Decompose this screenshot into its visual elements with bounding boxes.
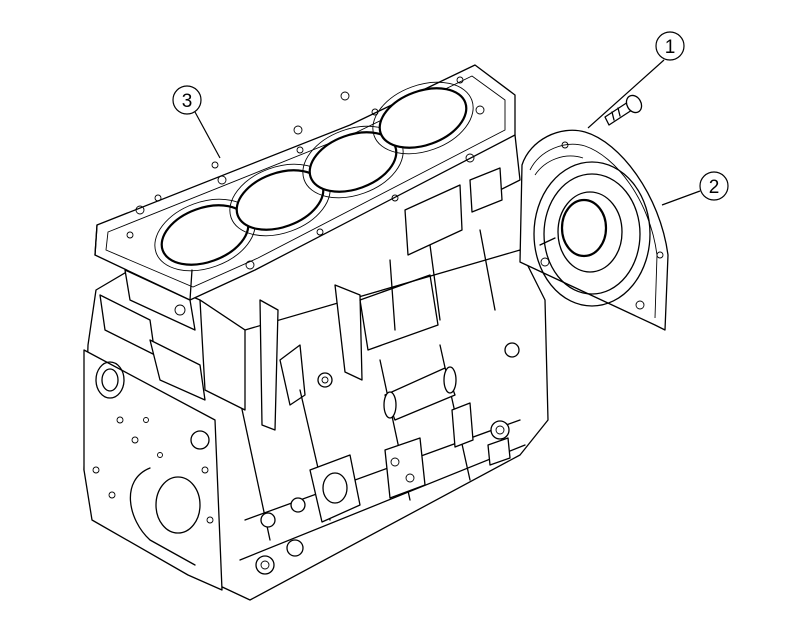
callout-1-bubble xyxy=(655,31,685,61)
callout-1-label: 1 xyxy=(665,37,676,58)
callout-3-leader xyxy=(194,111,221,159)
callout-3-label: 3 xyxy=(182,91,193,112)
callout-1-leader xyxy=(587,59,665,129)
cylinder-block xyxy=(83,64,549,601)
callout-2-bubble xyxy=(699,171,729,201)
callout-2: 2 xyxy=(661,171,729,206)
callout-3-bubble xyxy=(172,85,202,115)
callout-2-label: 2 xyxy=(709,177,720,198)
bolt xyxy=(604,94,643,126)
rear-seal-housing xyxy=(519,129,669,331)
callout-1: 1 xyxy=(587,31,685,129)
callout-2-leader xyxy=(661,190,701,206)
callout-3: 3 xyxy=(172,85,221,159)
